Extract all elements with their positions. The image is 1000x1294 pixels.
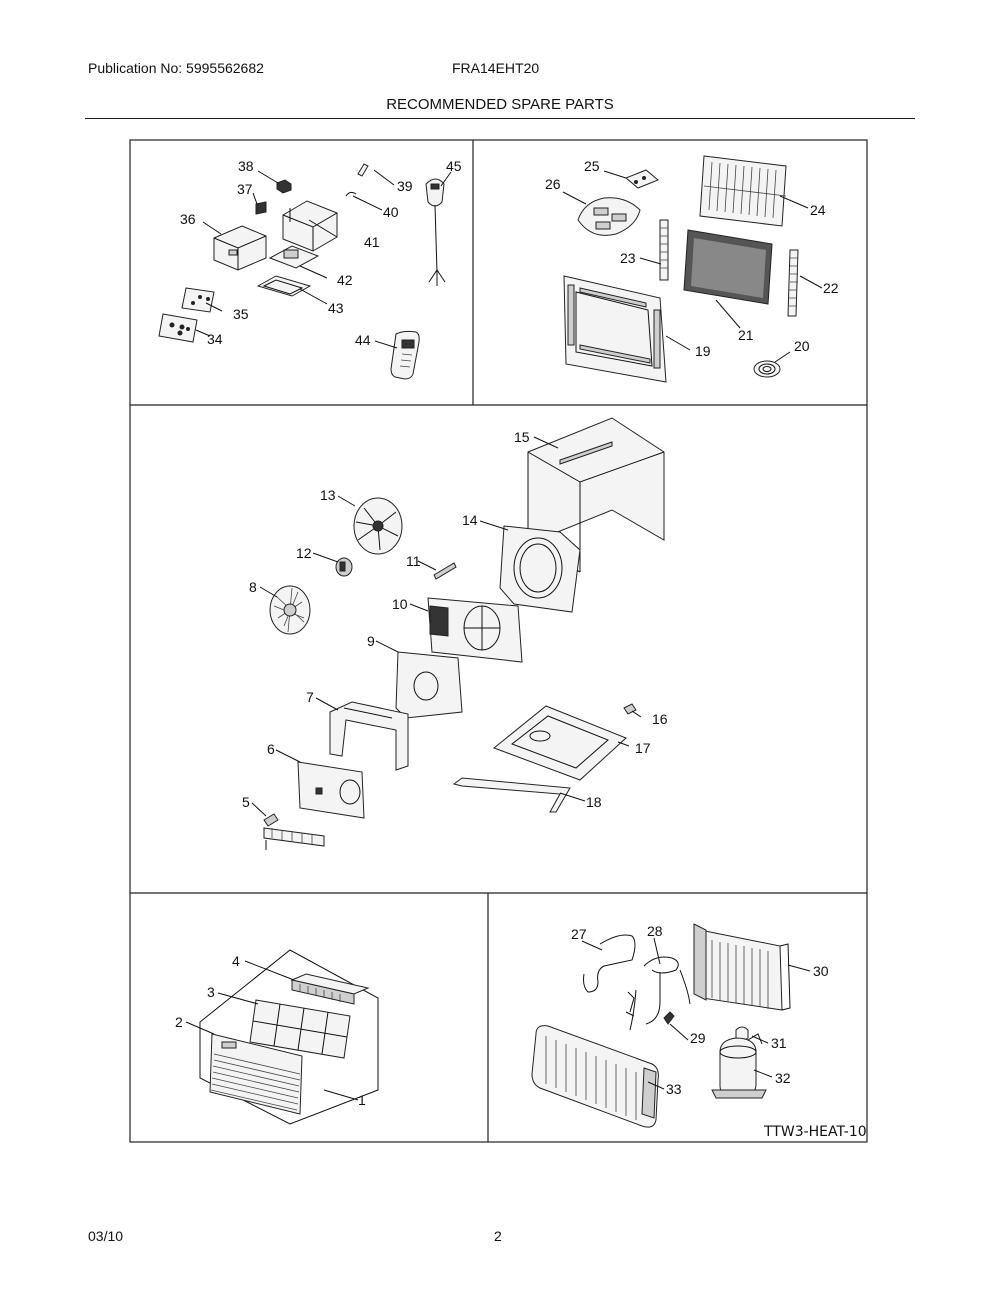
part-18-drawing — [452, 777, 571, 813]
part-number-labels: 38 37 36 35 34 39 40 41 42 43 44 45 25 2… — [175, 158, 867, 1140]
part-11-drawing — [433, 562, 457, 580]
part-32-drawing — [711, 1033, 767, 1099]
part-label-39: 39 — [397, 178, 413, 194]
part-33-drawing — [531, 1025, 659, 1128]
part-label-10: 10 — [392, 596, 408, 612]
part-10-drawing — [427, 597, 523, 663]
part-label-44: 44 — [355, 332, 371, 348]
part-label-20: 20 — [794, 338, 810, 354]
part-label-28: 28 — [647, 923, 663, 939]
part-41-drawing — [282, 200, 338, 252]
part-label-41: 41 — [364, 234, 380, 250]
part-23-drawing — [659, 219, 669, 281]
part-20-drawing — [753, 360, 781, 378]
part-4-drawing — [290, 973, 370, 1005]
part-22-drawing — [787, 249, 799, 317]
part-38-drawing — [276, 179, 292, 194]
part-label-24: 24 — [810, 202, 826, 218]
part-45-drawing — [425, 178, 446, 286]
part-14-drawing — [499, 525, 581, 613]
part-12-drawing — [335, 557, 353, 577]
part-34-drawing — [158, 313, 198, 343]
diagram-frame — [129, 139, 868, 1143]
part-label-35: 35 — [233, 306, 249, 322]
part-43-drawing — [256, 275, 312, 297]
part-29-drawing — [663, 1011, 675, 1025]
part-40-drawing — [345, 191, 357, 197]
part-label-31: 31 — [771, 1035, 787, 1051]
model-number: FRA14EHT20 — [452, 60, 540, 76]
part-19-drawing — [563, 275, 667, 383]
part-36-drawing — [213, 225, 267, 271]
part-label-15: 15 — [514, 429, 530, 445]
part-44-drawing — [390, 330, 420, 380]
part-28-drawing — [625, 956, 691, 1031]
part-label-2: 2 — [175, 1014, 183, 1030]
part-label-22: 22 — [823, 280, 839, 296]
panel-d-box-outline — [199, 949, 379, 1125]
part-label-34: 34 — [207, 331, 223, 347]
part-label-33: 33 — [666, 1081, 682, 1097]
diagram-code: TTW3-HEAT-10 — [763, 1124, 867, 1140]
part-25-drawing — [625, 169, 659, 189]
part-39-drawing — [357, 163, 369, 177]
page-title: RECOMMENDED SPARE PARTS — [386, 96, 614, 113]
part-label-18: 18 — [586, 794, 602, 810]
part-5-drawing — [263, 813, 325, 850]
footer-date: 03/10 — [88, 1228, 124, 1244]
part-label-30: 30 — [813, 963, 829, 979]
part-label-23: 23 — [620, 250, 636, 266]
part-label-14: 14 — [462, 512, 478, 528]
part-label-29: 29 — [690, 1030, 706, 1046]
part-label-5: 5 — [242, 794, 250, 810]
part-3-drawing — [249, 999, 351, 1059]
part-label-32: 32 — [775, 1070, 791, 1086]
part-label-9: 9 — [367, 633, 375, 649]
part-label-1: 1 — [358, 1092, 366, 1108]
part-label-3: 3 — [207, 984, 215, 1000]
page-number: 2 — [494, 1228, 502, 1244]
part-9-drawing — [395, 651, 463, 719]
part-label-38: 38 — [238, 158, 254, 174]
part-27-drawing — [583, 934, 636, 993]
part-label-13: 13 — [320, 487, 336, 503]
part-26-drawing — [577, 197, 641, 236]
part-13-drawing — [353, 497, 403, 555]
part-24-drawing — [699, 155, 787, 227]
part-30-drawing — [693, 923, 791, 1011]
part-label-16: 16 — [652, 711, 668, 727]
part-label-25: 25 — [584, 158, 600, 174]
part-label-7: 7 — [306, 689, 314, 705]
part-label-26: 26 — [545, 176, 561, 192]
publication-number: Publication No: 5995562682 — [88, 60, 264, 76]
header-rule — [85, 118, 915, 119]
part-label-12: 12 — [296, 545, 312, 561]
part-8-drawing — [269, 585, 311, 635]
part-label-37: 37 — [237, 181, 253, 197]
part-label-40: 40 — [383, 204, 399, 220]
part-17-drawing — [493, 705, 627, 781]
part-label-43: 43 — [328, 300, 344, 316]
part-label-36: 36 — [180, 211, 196, 227]
part-label-11: 11 — [406, 553, 421, 569]
part-7-drawing — [329, 701, 409, 771]
part-label-6: 6 — [267, 741, 275, 757]
part-label-8: 8 — [249, 579, 257, 595]
part-label-21: 21 — [738, 327, 754, 343]
part-37-drawing — [255, 201, 267, 215]
part-label-27: 27 — [571, 926, 587, 942]
part-label-17: 17 — [635, 740, 651, 756]
part-21-drawing — [683, 229, 773, 305]
part-label-42: 42 — [337, 272, 353, 288]
part-42-drawing — [268, 245, 320, 269]
part-6-drawing — [297, 761, 365, 819]
part-2-drawing — [209, 1033, 303, 1115]
part-label-45: 45 — [446, 158, 462, 174]
part-35-drawing — [181, 287, 215, 313]
part-label-19: 19 — [695, 343, 711, 359]
part-label-4: 4 — [232, 953, 240, 969]
